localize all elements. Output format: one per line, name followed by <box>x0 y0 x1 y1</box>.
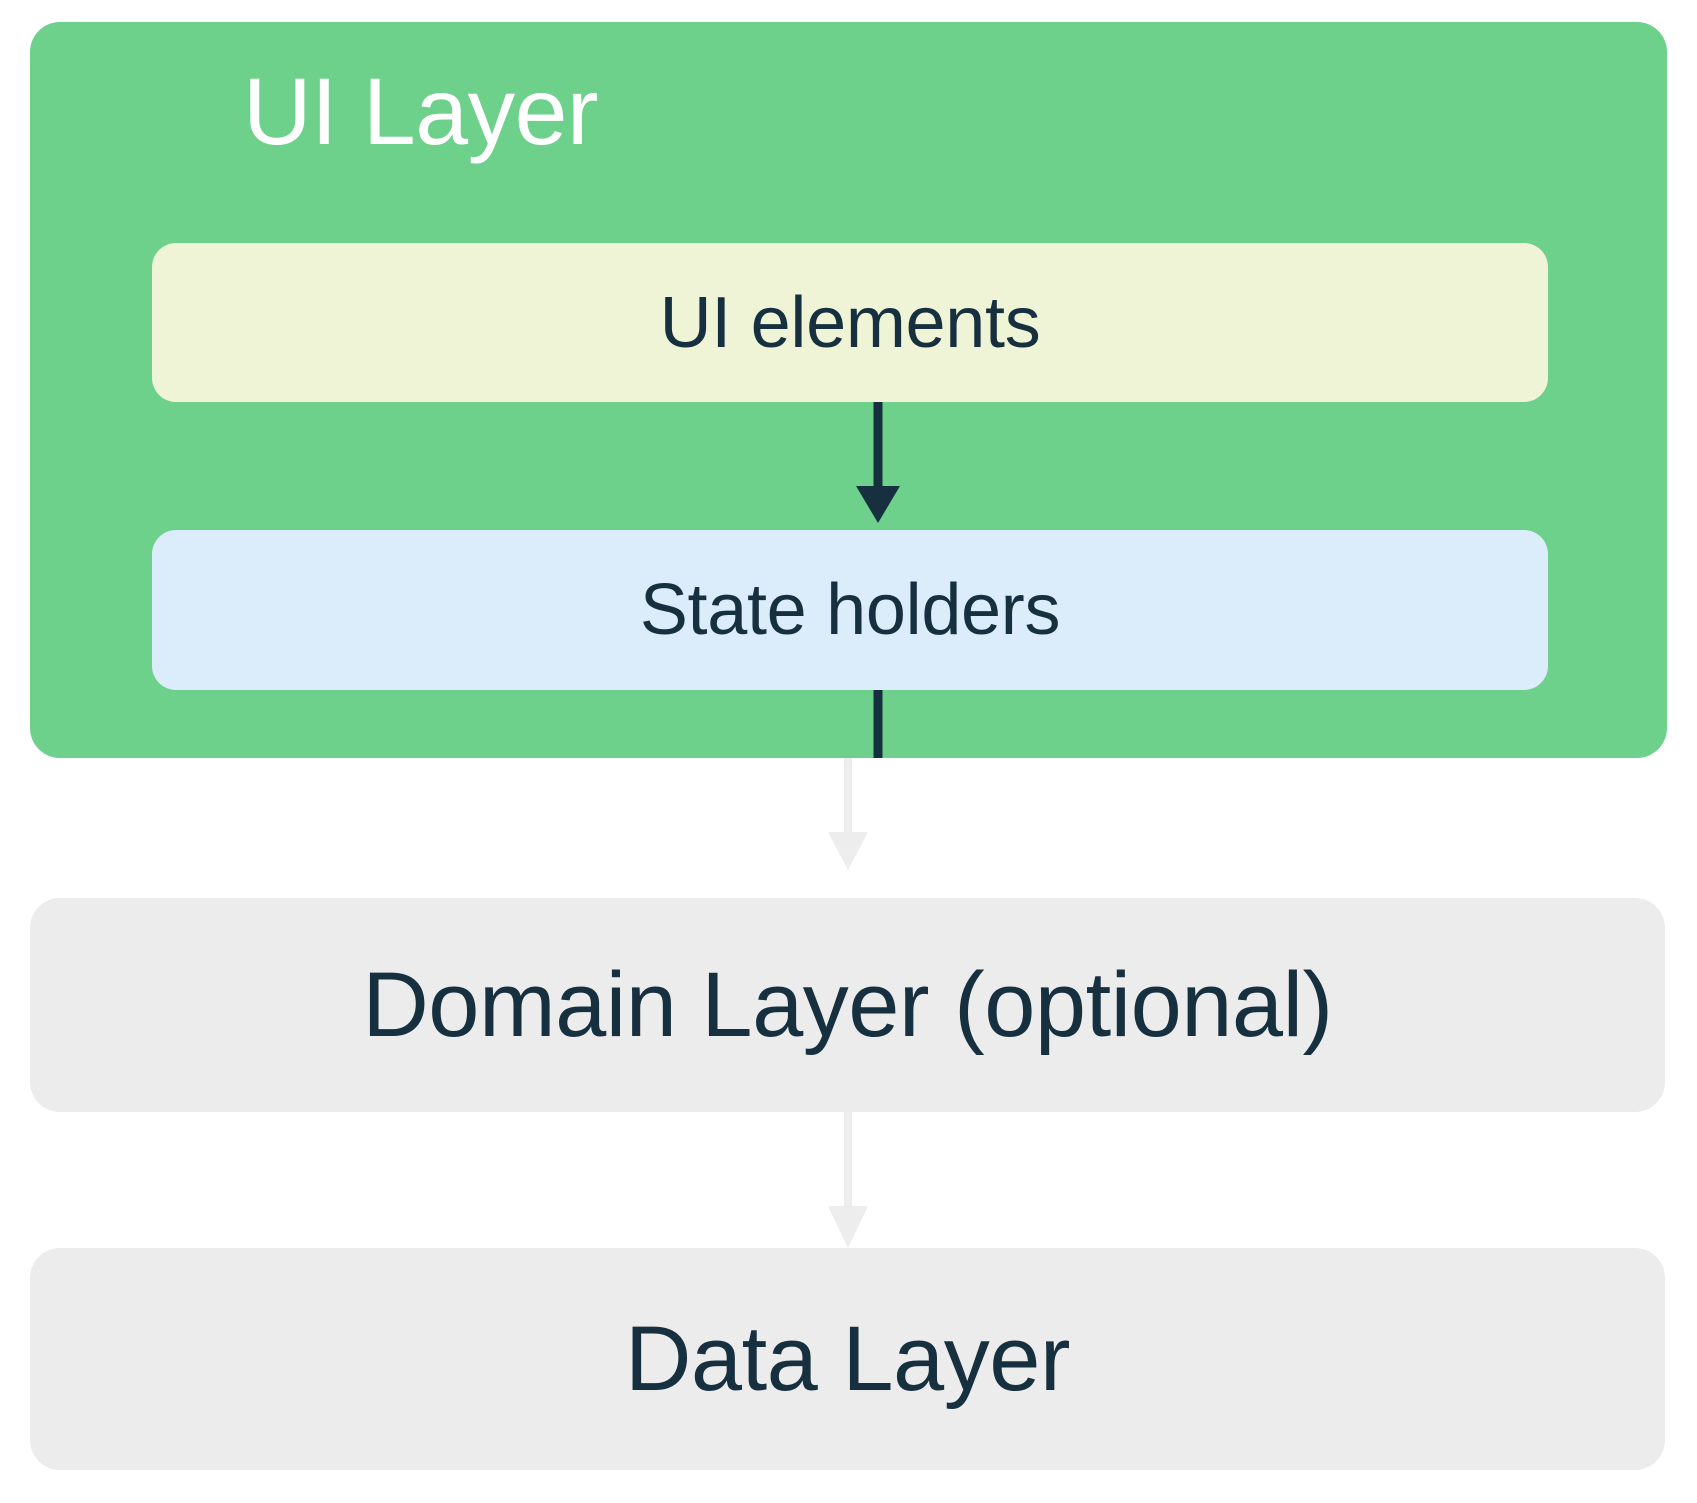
state-holders-label: State holders <box>639 570 1061 650</box>
ui-layer-title: UI Layer <box>243 59 599 165</box>
ui-elements-box: UI elements <box>152 243 1548 402</box>
state-holders-box: State holders <box>152 530 1548 690</box>
data-layer-label: Data Layer <box>624 1308 1071 1410</box>
domain-layer-card: Domain Layer (optional) <box>30 898 1665 1112</box>
domain-layer-label: Domain Layer (optional) <box>362 954 1333 1056</box>
data-layer-card: Data Layer <box>30 1248 1665 1470</box>
arrow-domain-layer-to-data-layer-icon <box>828 1110 868 1248</box>
arrow-state-holders-stem-icon <box>873 690 883 758</box>
arrow-ui-layer-to-domain-layer-icon <box>828 758 868 870</box>
ui-layer-card: UI Layer UI elements State holders <box>30 22 1667 758</box>
arrow-ui-elements-to-state-holders-icon <box>856 402 900 523</box>
ui-elements-label: UI elements <box>659 282 1041 363</box>
